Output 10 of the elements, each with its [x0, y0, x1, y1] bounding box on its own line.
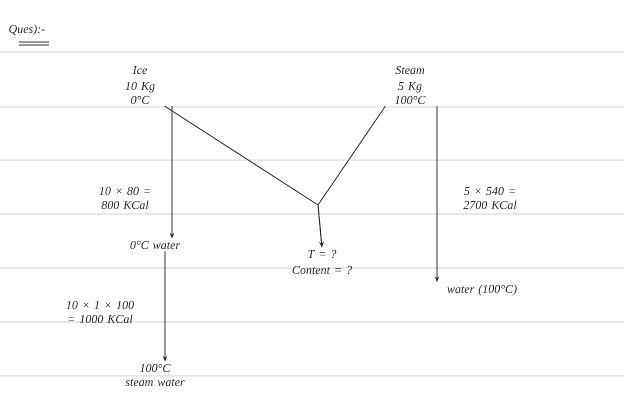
edge-label: 10 × 80 = 800 KCal	[99, 186, 150, 210]
note-text: T = ? Content = ?	[292, 250, 352, 274]
note-text: 100°C steam water	[125, 364, 185, 386]
heading-text: Ques):-	[9, 24, 45, 36]
note-text: water (100°C)	[447, 284, 517, 296]
note-text: Steam 5 Kg 100°C	[395, 66, 426, 104]
edge-label: 5 × 540 = 2700 KCal	[463, 186, 516, 210]
note-text: 0°C water	[130, 240, 180, 250]
note-text: Ice 10 Kg 0°C	[125, 66, 155, 104]
edge-label: 10 × 1 × 100 = 1000 KCal	[66, 300, 134, 324]
